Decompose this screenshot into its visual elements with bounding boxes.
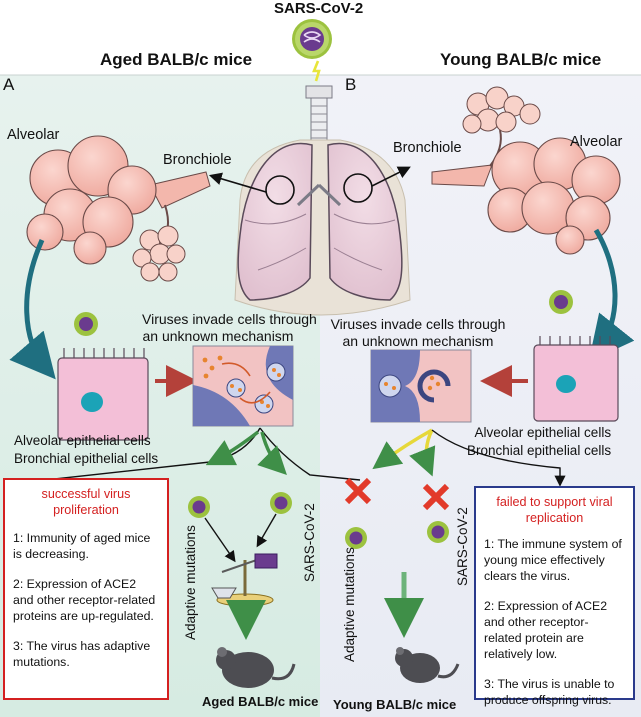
mechanism-line: an unknown mechanism [342, 333, 494, 349]
result-item: 3: The virus has adaptive mutations. [13, 639, 151, 669]
mechanism-line: an unknown mechanism [142, 328, 294, 344]
right-alveolar-cluster [431, 86, 621, 255]
left-adaptive-label: Adaptive mutations [183, 525, 198, 640]
red-x-icon [422, 483, 450, 511]
result-item: 1: The immune system of young mice effec… [484, 537, 622, 583]
left-alveolar-cluster [26, 135, 211, 282]
cell-type-label: Alveolar epithelial cells [14, 433, 151, 448]
left-side-virus-label: SARS-CoV-2 [302, 503, 317, 582]
panel-letter-b: B [345, 75, 357, 94]
result-item: 1: Immunity of aged mice is decreasing. [13, 531, 151, 561]
right-adaptive-label: Adaptive mutations [342, 547, 357, 662]
result-item: 3: The virus is unable to produce offspr… [484, 677, 615, 707]
result-heading: failed to support viral replication [496, 495, 613, 525]
lightning-icon [312, 60, 321, 82]
right-alveolar-label: Alveolar [570, 134, 623, 150]
right-mechanism-inset [370, 349, 472, 423]
mechanism-line: Viruses invade cells through [142, 311, 317, 327]
cell-type-label: Alveolar epithelial cells [474, 425, 612, 440]
top-virus-icon [292, 19, 332, 59]
left-bottom-label: Aged BALB/c mice [202, 694, 319, 709]
right-panel-title: Young BALB/c mice [440, 50, 602, 69]
right-cell-types: Alveolar epithelial cells Bronchial epit… [467, 424, 611, 460]
right-result-box: failed to support viral replication 1: T… [474, 486, 635, 707]
left-result-box: successful virus proliferation 1: Immuni… [3, 478, 169, 700]
right-mechanism-caption: Viruses invade cells through an unknown … [325, 316, 511, 350]
young-mouse-icon [395, 647, 460, 683]
left-cell-types: Alveolar epithelial cells Bronchial epit… [14, 432, 158, 468]
left-alveolar-label: Alveolar [7, 127, 60, 143]
left-epithelial-cell [57, 312, 149, 441]
right-epithelial-cell [533, 290, 619, 422]
lungs-illustration [234, 139, 411, 316]
left-panel-title: Aged BALB/c mice [100, 50, 253, 69]
cell-type-label: Bronchial epithelial cells [467, 443, 612, 458]
right-bottom-label: Young BALB/c mice [333, 697, 457, 712]
result-item: 2: Expression of ACE2 and other receptor… [13, 577, 156, 623]
red-x-icon [344, 477, 372, 505]
right-bronchiole-label: Bronchiole [393, 140, 462, 156]
left-mechanism-caption: Viruses invade cells through an unknown … [142, 311, 317, 345]
cell-type-label: Bronchial epithelial cells [14, 451, 159, 466]
left-mechanism-inset [192, 345, 294, 427]
right-side-virus-label: SARS-CoV-2 [455, 507, 470, 586]
panel-letter-a: A [3, 75, 15, 94]
result-heading: successful virus proliferation [41, 487, 131, 517]
left-bronchiole-label: Bronchiole [163, 152, 232, 168]
aged-mouse-icon [216, 647, 296, 688]
virus-title: SARS-CoV-2 [274, 0, 364, 17]
mechanism-line: Viruses invade cells through [330, 316, 506, 332]
result-item: 2: Expression of ACE2 and other receptor… [484, 599, 608, 661]
